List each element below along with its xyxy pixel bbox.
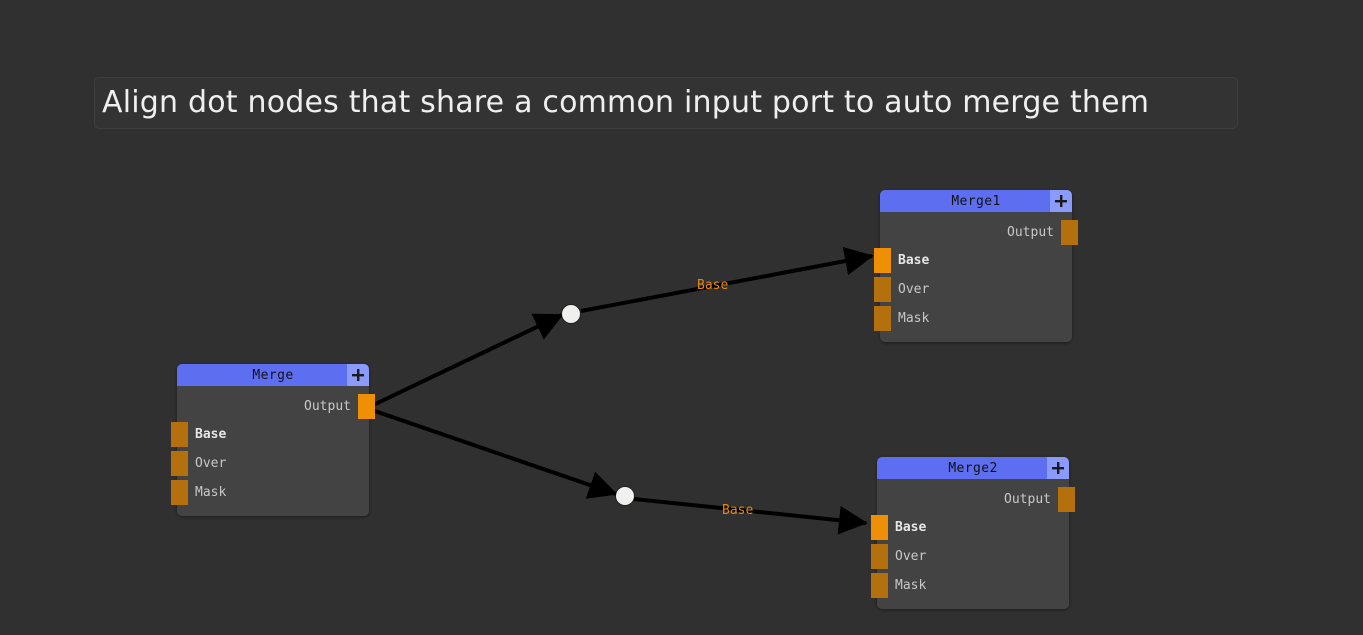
node-merge1-header[interactable]: Merge1 [880, 190, 1072, 212]
node-merge2-mask-label: Mask [895, 578, 927, 593]
node-merge2-base-socket[interactable] [871, 515, 888, 540]
node-merge-output-label: Output [304, 398, 351, 414]
annotation-text: Align dot nodes that share a common inpu… [102, 85, 1150, 120]
link-merge-to-dot-upper [368, 313, 564, 409]
link-label-lower: Base [722, 503, 754, 518]
node-merge1-base-socket[interactable] [874, 248, 891, 273]
node-merge-input-over[interactable]: Over [171, 449, 369, 478]
node-merge2-output-label: Output [1004, 491, 1051, 507]
node-merge2-over-label: Over [895, 549, 927, 564]
node-merge2-header[interactable]: Merge2 [877, 457, 1069, 479]
node-merge2-over-socket[interactable] [871, 544, 888, 569]
node-merge1-add-icon[interactable] [1050, 190, 1072, 212]
link-merge-to-dot-lower [368, 407, 618, 499]
node-merge1-input-over[interactable]: Over [874, 275, 1072, 304]
node-merge1-over-label: Over [898, 282, 930, 297]
node-merge-input-mask[interactable]: Mask [171, 478, 369, 507]
node-merge2-body: Output Base Over Mask [871, 479, 1075, 609]
node-merge2-input-over[interactable]: Over [871, 542, 1069, 571]
node-merge-base-label: Base [195, 427, 227, 442]
dot-node-upper[interactable] [562, 305, 580, 323]
node-merge-title: Merge [252, 367, 294, 383]
node-merge1-title: Merge1 [951, 193, 1001, 209]
node-merge1-input-base[interactable]: Base [874, 246, 1072, 275]
node-merge2-input-base[interactable]: Base [871, 513, 1069, 542]
node-merge2-input-mask[interactable]: Mask [871, 571, 1069, 600]
node-merge1-output-row[interactable]: Output [880, 218, 1078, 246]
node-merge1[interactable]: Merge1 Output Base Over [874, 190, 1078, 342]
node-merge1-mask-label: Mask [898, 311, 930, 326]
node-merge2-base-label: Base [895, 520, 927, 535]
node-merge-mask-socket[interactable] [171, 480, 188, 505]
node-merge[interactable]: Merge Output Base Over [171, 364, 375, 516]
node-merge1-body: Output Base Over Mask [874, 212, 1078, 342]
node-merge1-over-socket[interactable] [874, 277, 891, 302]
node-merge-add-icon[interactable] [347, 364, 369, 386]
node-merge2-mask-socket[interactable] [871, 573, 888, 598]
node-merge-over-label: Over [195, 456, 227, 471]
node-merge-base-socket[interactable] [171, 422, 188, 447]
node-merge1-input-mask[interactable]: Mask [874, 304, 1072, 333]
node-merge-mask-label: Mask [195, 485, 227, 500]
node-merge2-output-socket[interactable] [1058, 486, 1075, 512]
node-merge1-mask-socket[interactable] [874, 306, 891, 331]
node-merge2[interactable]: Merge2 Output Base Over [871, 457, 1075, 609]
link-label-upper: Base [697, 278, 729, 293]
node-merge-input-base[interactable]: Base [171, 420, 369, 449]
node-merge2-title: Merge2 [948, 460, 998, 476]
annotation-banner: Align dot nodes that share a common inpu… [94, 77, 1238, 129]
node-merge-output-row[interactable]: Output [177, 392, 375, 420]
node-merge-body: Output Base Over Mask [171, 386, 375, 516]
dot-node-lower[interactable] [616, 487, 634, 505]
node-merge-over-socket[interactable] [171, 451, 188, 476]
node-merge2-output-row[interactable]: Output [877, 485, 1075, 513]
node-merge-output-socket[interactable] [358, 393, 375, 419]
node-merge1-output-socket[interactable] [1061, 219, 1078, 245]
node-merge-header[interactable]: Merge [177, 364, 369, 386]
node-merge2-add-icon[interactable] [1047, 457, 1069, 479]
node-merge1-output-label: Output [1007, 224, 1054, 240]
node-merge1-base-label: Base [898, 253, 930, 268]
